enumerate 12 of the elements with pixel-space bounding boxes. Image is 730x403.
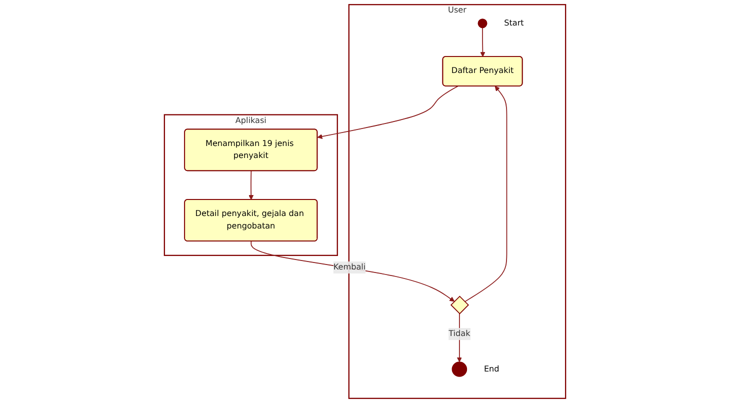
arrow (317, 86, 458, 139)
arrow (248, 170, 254, 200)
node-bullseye (452, 362, 468, 377)
edge-label: Kembali (333, 262, 366, 272)
arrow (250, 240, 455, 302)
node-label: End (484, 364, 500, 374)
node-circle (478, 18, 488, 28)
node-label: Start (504, 18, 524, 28)
arrow (464, 86, 508, 302)
arrow (480, 27, 486, 58)
node-diamond (450, 296, 469, 314)
edge-label: Tidak (448, 329, 470, 338)
